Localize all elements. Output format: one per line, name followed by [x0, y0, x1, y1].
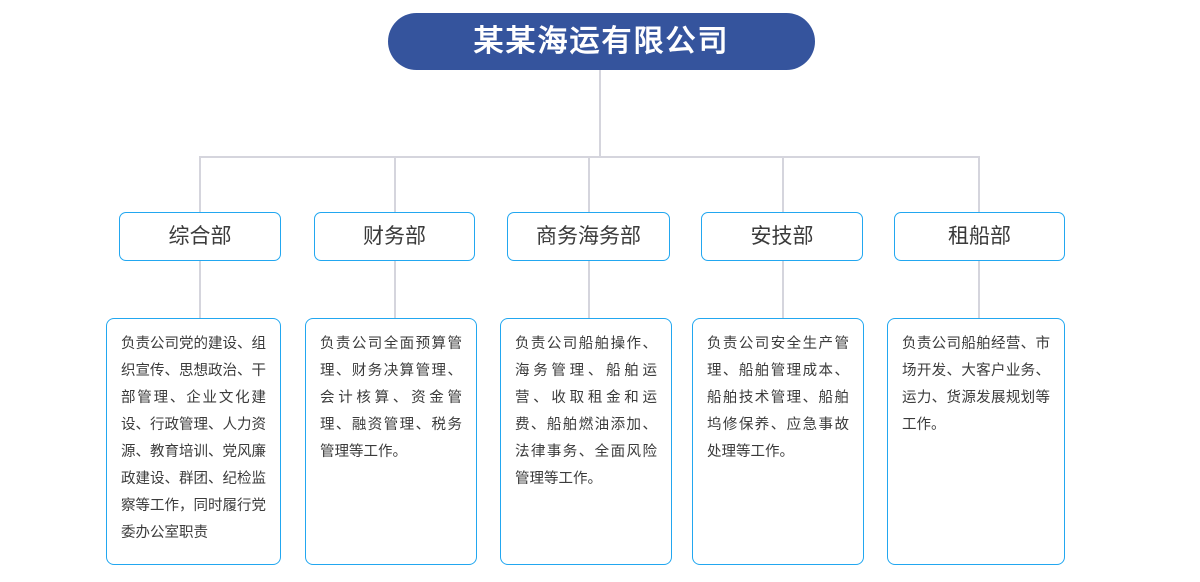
- dept-description-text: 负责公司全面预算管理、财务决算管理、会计核算、资金管理、融资管理、税务管理等工作…: [320, 336, 462, 460]
- connector-dept-desc-4: [782, 261, 784, 318]
- dept-node-shangwuhaiwubu[interactable]: 商务海务部: [507, 212, 670, 261]
- dept-node-anjibu[interactable]: 安技部: [701, 212, 863, 261]
- dept-label: 财务部: [363, 224, 426, 248]
- connector-dept-desc-3: [588, 261, 590, 318]
- connector-root-stem: [599, 70, 601, 157]
- dept-description-anjibu: 负责公司安全生产管理、船舶管理成本、船舶技术管理、船舶坞修保养、应急事故处理等工…: [692, 318, 864, 565]
- connector-drop-3: [588, 156, 590, 212]
- connector-dept-desc-2: [394, 261, 396, 318]
- dept-node-caiwubu[interactable]: 财务部: [314, 212, 475, 261]
- dept-node-zonghebu[interactable]: 综合部: [119, 212, 281, 261]
- dept-description-caiwubu: 负责公司全面预算管理、财务决算管理、会计核算、资金管理、融资管理、税务管理等工作…: [305, 318, 477, 565]
- dept-description-text: 负责公司党的建设、组织宣传、思想政治、干部管理、企业文化建设、行政管理、人力资源…: [121, 336, 266, 541]
- dept-label: 综合部: [168, 224, 232, 248]
- dept-description-zonghebu: 负责公司党的建设、组织宣传、思想政治、干部管理、企业文化建设、行政管理、人力资源…: [106, 318, 281, 565]
- connector-drop-5: [978, 156, 980, 212]
- connector-drop-2: [394, 156, 396, 212]
- dept-description-text: 负责公司船舶经营、市场开发、大客户业务、运力、货源发展规划等工作。: [902, 336, 1050, 433]
- connector-dept-desc-1: [199, 261, 201, 318]
- dept-description-text: 负责公司安全生产管理、船舶管理成本、船舶技术管理、船舶坞修保养、应急事故处理等工…: [707, 336, 849, 460]
- dept-description-zuchuanbu: 负责公司船舶经营、市场开发、大客户业务、运力、货源发展规划等工作。: [887, 318, 1065, 565]
- dept-node-zuchuanbu[interactable]: 租船部: [894, 212, 1065, 261]
- company-title: 某某海运有限公司: [473, 23, 730, 59]
- dept-label: 租船部: [948, 224, 1011, 248]
- connector-dept-desc-5: [978, 261, 980, 318]
- dept-label: 安技部: [750, 224, 814, 248]
- dept-label: 商务海务部: [536, 224, 641, 248]
- company-root-node[interactable]: 某某海运有限公司: [388, 13, 815, 70]
- dept-description-text: 负责公司船舶操作、海务管理、船舶运营、收取租金和运费、船舶燃油添加、法律事务、全…: [515, 336, 657, 487]
- connector-horizontal-bus: [200, 156, 980, 158]
- dept-description-shangwuhaiwubu: 负责公司船舶操作、海务管理、船舶运营、收取租金和运费、船舶燃油添加、法律事务、全…: [500, 318, 672, 565]
- connector-drop-4: [782, 156, 784, 212]
- connector-drop-1: [199, 156, 201, 212]
